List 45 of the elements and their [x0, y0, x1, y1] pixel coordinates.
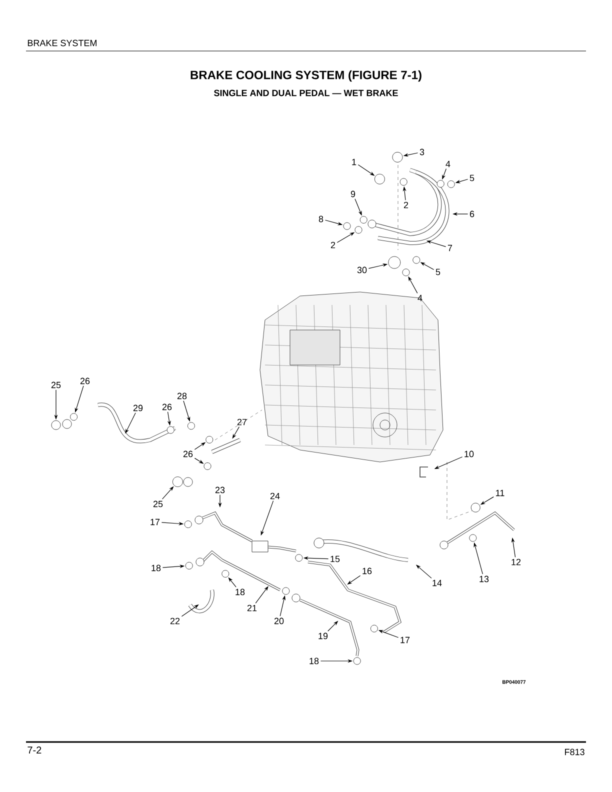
callout-number: 23: [215, 486, 225, 494]
document-code: F813: [565, 748, 584, 756]
callout-number: 19: [318, 632, 328, 640]
callout-number: 14: [432, 580, 442, 586]
callout-number: 17: [400, 636, 410, 644]
callout-number: 26: [183, 450, 193, 458]
callout-number: 12: [512, 558, 521, 566]
leader-line: [255, 586, 268, 604]
title: BRAKE COOLING SYSTEM (FIGURE 7-1): [190, 70, 422, 82]
callout-number: 6: [470, 210, 474, 218]
callout-number: 2: [330, 242, 336, 248]
callout-number: 16: [362, 568, 372, 574]
callout-number: 28: [177, 392, 187, 400]
callout-number: 24: [270, 492, 280, 500]
callout-number: 3: [420, 148, 424, 156]
callout-number: 21: [247, 604, 257, 612]
callout-number: 4: [418, 294, 422, 302]
callout-number: 17: [150, 518, 160, 526]
callout-number: 22: [170, 618, 180, 624]
callout-number: 10: [464, 450, 474, 458]
callout-number: 1: [352, 158, 356, 166]
callout-number: 30: [357, 266, 367, 274]
callout-number: 5: [470, 174, 474, 182]
callout-number: 18: [310, 658, 319, 664]
callout-number: 26: [80, 378, 90, 384]
callout-number: 20: [274, 618, 284, 624]
callout-number: 11: [496, 490, 504, 496]
callout-number: 7: [448, 244, 452, 252]
callout-number: 9: [350, 190, 356, 198]
subtitle: SINGLE AND DUAL PEDAL — WET BRAKE: [214, 90, 398, 96]
callout-number: 2: [404, 202, 408, 208]
callout-number: 26: [162, 404, 172, 410]
callout-number: 27: [237, 418, 247, 426]
callout-number: 25: [153, 500, 163, 508]
callout-number: 5: [436, 268, 440, 276]
callout-number: 18: [152, 564, 161, 572]
section-heading: BRAKE SYSTEM: [28, 40, 96, 46]
callout-number: 18: [236, 588, 245, 596]
callout-number: 4: [446, 160, 450, 168]
callout-number: 25: [51, 382, 61, 388]
callout-number: 29: [133, 404, 143, 412]
callout-number: 13: [480, 576, 489, 582]
callout-number: 8: [318, 216, 324, 222]
callout-number: 15: [330, 556, 340, 562]
page-number: 7-2: [28, 746, 42, 754]
